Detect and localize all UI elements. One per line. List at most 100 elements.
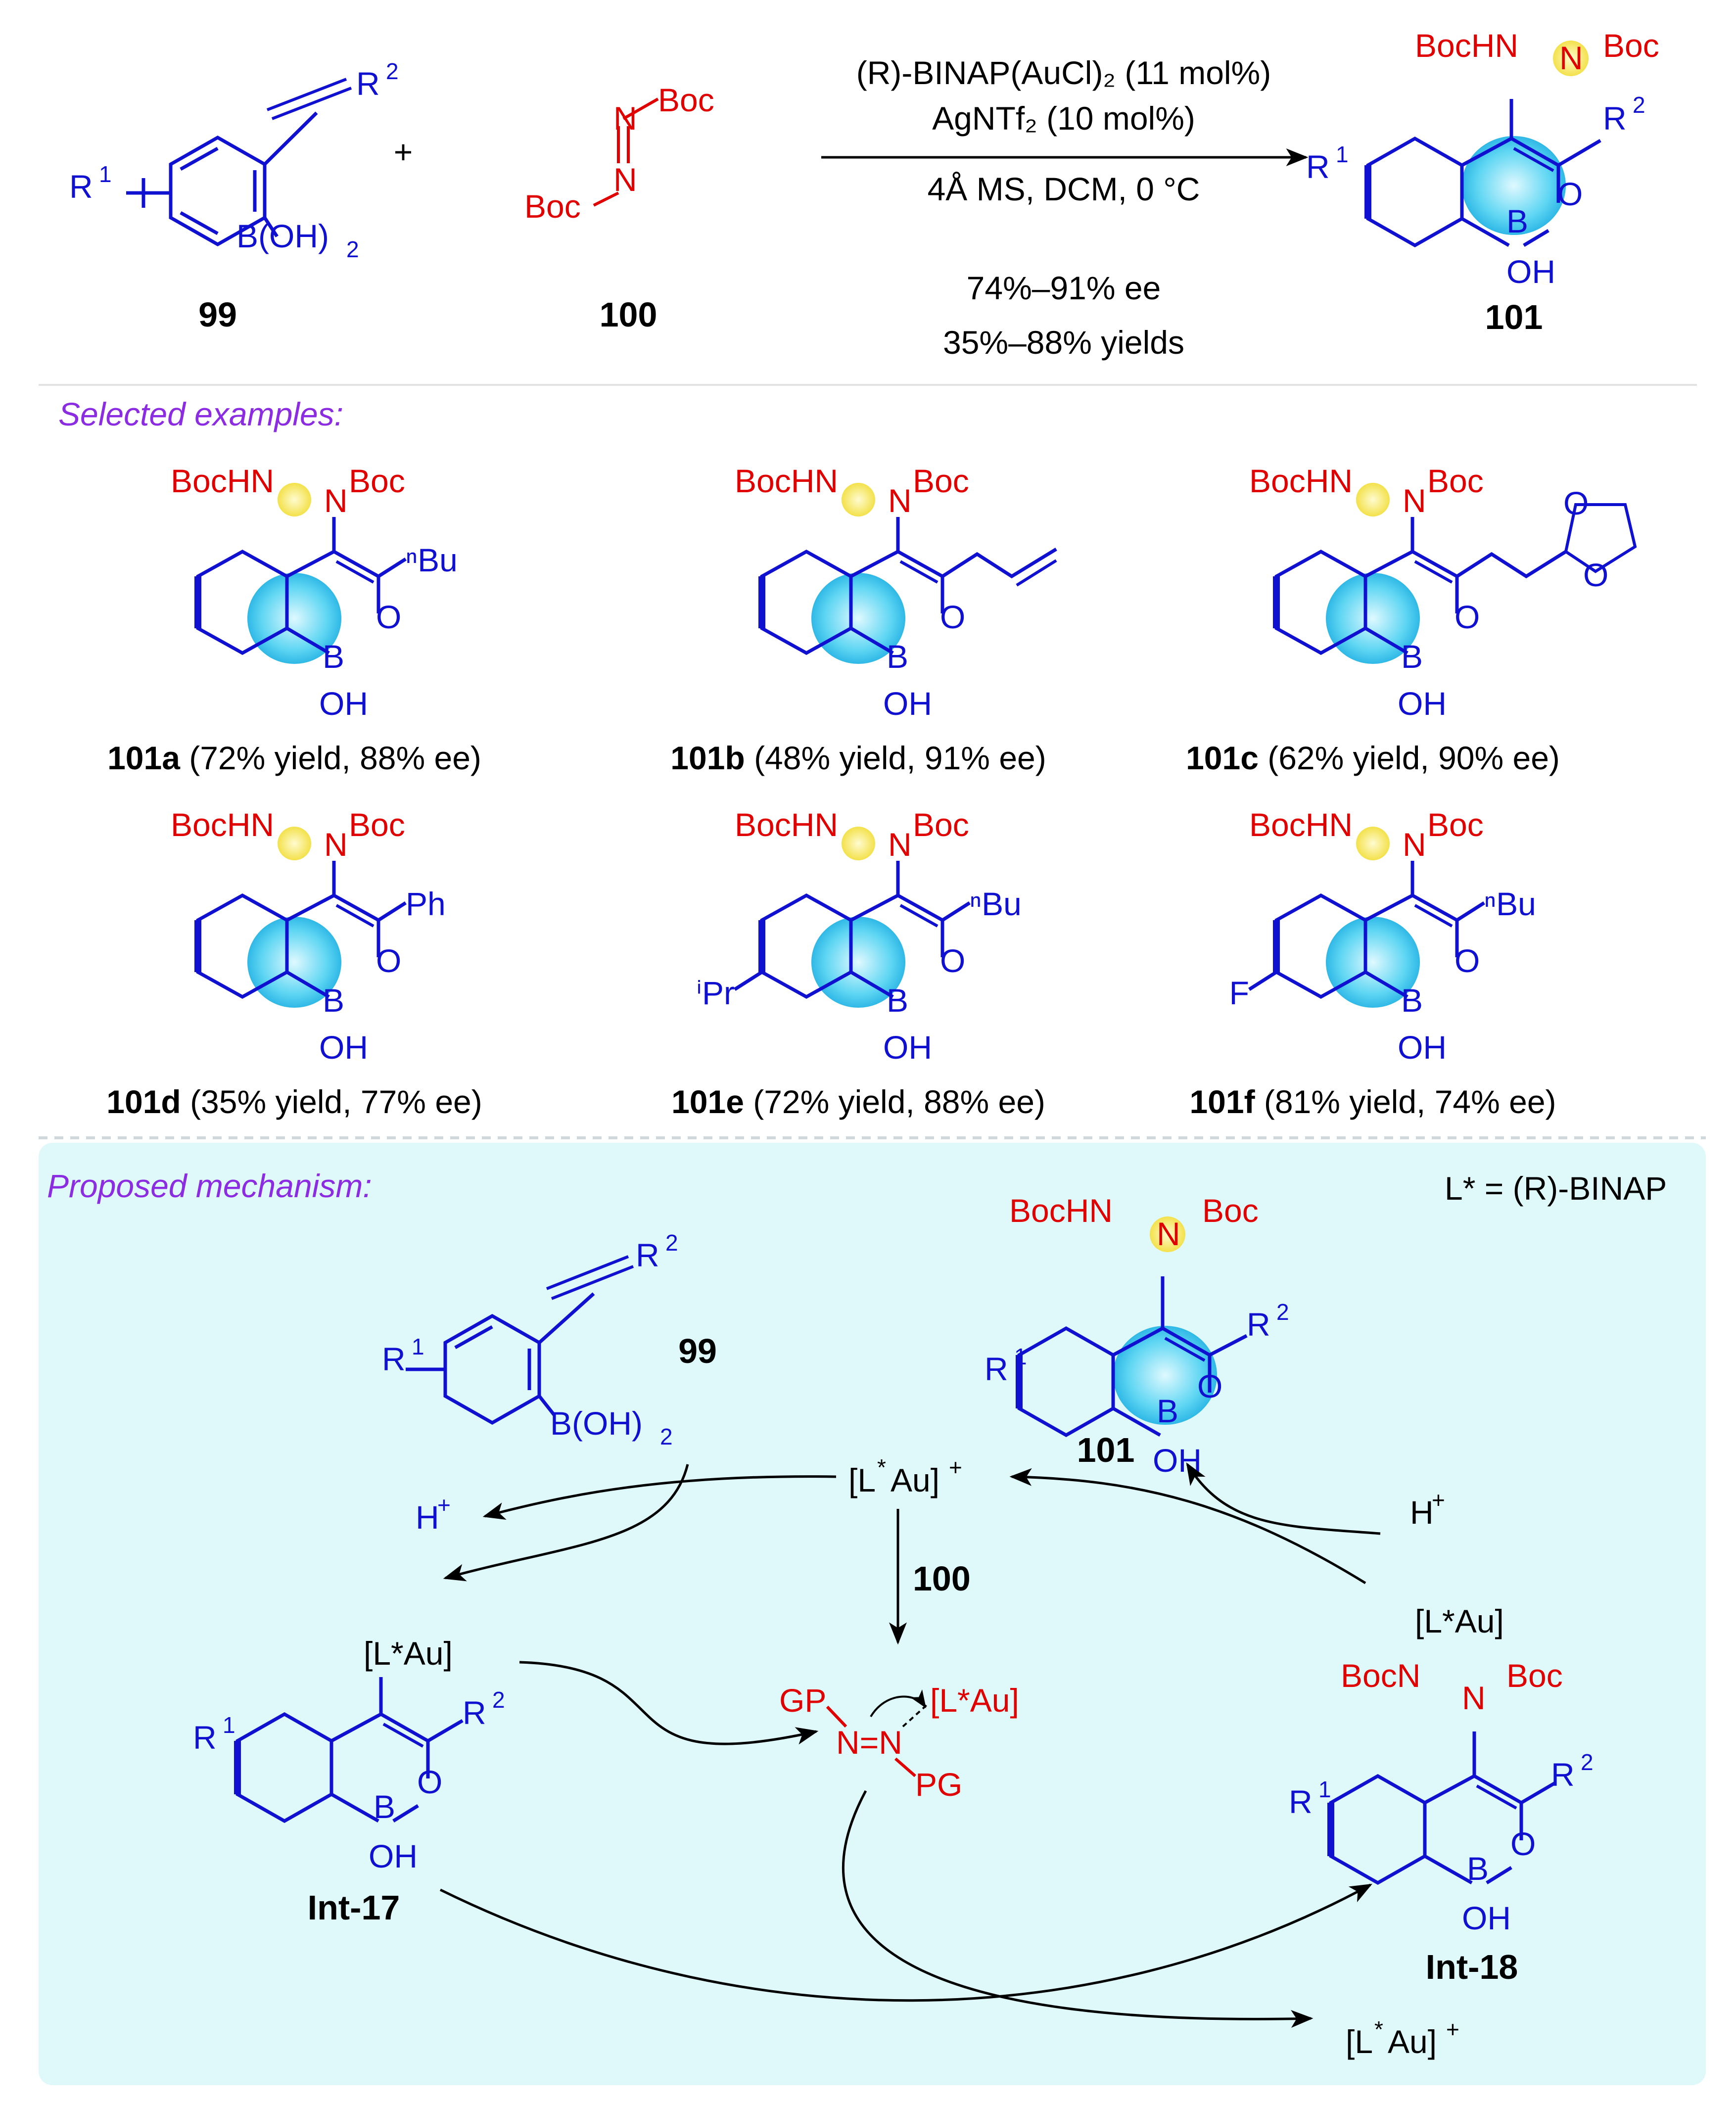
- label-boronic-acid-sub: 2: [346, 236, 359, 262]
- product-oh: OH: [1506, 253, 1555, 290]
- int18-bocn: BocN: [1341, 1657, 1420, 1694]
- proton-right: H: [1410, 1494, 1434, 1531]
- compound-number-100: 100: [600, 295, 657, 334]
- product-r1: R: [1306, 148, 1330, 185]
- dioxolane-ring: [1564, 503, 1637, 573]
- allyl-chain: [941, 548, 1057, 579]
- intermediate-17-structure: [234, 1677, 464, 1823]
- example-caption: 101c (62% yield, 90% ee): [1186, 740, 1560, 776]
- double-bond: [335, 560, 375, 584]
- int18-o: O: [1510, 1825, 1536, 1862]
- mech-101-number: 101: [1077, 1431, 1135, 1469]
- int17-label: Int-17: [308, 1888, 400, 1927]
- product-o: O: [1557, 176, 1583, 212]
- example-oh: OH: [319, 1029, 368, 1066]
- c-b-bond: [286, 970, 330, 999]
- example-caption: 101a (72% yield, 88% ee): [107, 740, 481, 776]
- azo-boc-bottom: Boc: [524, 188, 581, 225]
- condition-ee: 74%–91% ee: [967, 270, 1161, 306]
- azo-au: [L*Au]: [930, 1682, 1019, 1719]
- azo-n-top: N: [613, 100, 637, 137]
- int18-n: N: [1462, 1680, 1486, 1716]
- arrow-cat-to-proton: [482, 1475, 837, 1520]
- substituent-bond: [941, 901, 971, 922]
- mechanism-product-101: [1016, 1216, 1248, 1438]
- product-r2: R: [1603, 100, 1627, 137]
- int17-au: [L*Au]: [364, 1635, 453, 1672]
- example-bochn: BocHN: [171, 806, 274, 843]
- example-boc: Boc: [349, 463, 405, 499]
- example-boc: Boc: [913, 806, 969, 843]
- c-b-bond: [1364, 626, 1408, 655]
- product-101-structure: [1364, 41, 1601, 248]
- c-b-bond: [850, 970, 894, 999]
- int18-label: Int-18: [1426, 1948, 1518, 1986]
- heterocycle-glow: [811, 573, 905, 664]
- stereo-n-highlight: [842, 827, 875, 860]
- compound-100: [593, 97, 659, 207]
- example-oh: OH: [319, 685, 368, 722]
- heterocycle-bonds: [1364, 550, 1459, 613]
- example-b: B: [323, 638, 344, 675]
- catalyst-released-plus: +: [1446, 2016, 1459, 2042]
- heterocycle-glow: [247, 917, 341, 1008]
- example-bochn: BocHN: [1249, 806, 1353, 843]
- example-oh: OH: [1398, 685, 1447, 722]
- int17-r1-sup: 1: [223, 1712, 235, 1738]
- product-boc: Boc: [1603, 27, 1659, 64]
- compound-number-101: 101: [1485, 298, 1543, 336]
- example-o: O: [940, 942, 965, 979]
- condition-yield: 35%–88% yields: [943, 324, 1184, 361]
- example-ring-substituent: ⁱPr: [696, 975, 735, 1011]
- catalyst-top-star: *: [877, 1454, 886, 1480]
- product-r1-sup: 1: [1336, 141, 1349, 167]
- ring-substituent-bond: [734, 971, 763, 991]
- mech-101-r2-sup: 2: [1276, 1299, 1289, 1325]
- example-n: N: [888, 482, 912, 519]
- example-oh: OH: [1398, 1029, 1447, 1066]
- example-boc: Boc: [349, 806, 405, 843]
- mechanism-heading: Proposed mechanism:: [47, 1168, 372, 1204]
- example-boc: Boc: [913, 463, 969, 499]
- azo-bond-pg: [894, 1757, 916, 1777]
- mech-101-b: B: [1157, 1393, 1178, 1429]
- product-b: B: [1506, 203, 1528, 239]
- int18-r2-sup: 2: [1581, 1749, 1594, 1775]
- c-b-bond: [1364, 970, 1408, 999]
- azo-dash-au: [902, 1703, 929, 1728]
- stereo-n-highlight: [842, 483, 875, 516]
- compound-number-99: 99: [198, 295, 237, 334]
- label-boronic-acid: B(OH): [236, 218, 329, 254]
- int18-b: B: [1467, 1850, 1489, 1887]
- example-b: B: [887, 638, 908, 675]
- heterocycle-bonds: [850, 893, 944, 957]
- double-bond: [335, 904, 375, 928]
- stereo-n-highlight: [1356, 483, 1390, 516]
- heterocycle-bonds: [850, 550, 944, 613]
- catalyst-released-star: *: [1374, 2016, 1383, 2042]
- stereo-n-highlight: [278, 483, 311, 516]
- example-bochn: BocHN: [1249, 463, 1353, 499]
- mech-101-r1: R: [985, 1351, 1008, 1387]
- example-caption: 101b (48% yield, 91% ee): [670, 740, 1046, 776]
- intermediate-18-structure: [1327, 1731, 1557, 1885]
- arrow-cat-down-label: 100: [913, 1559, 971, 1598]
- mechanism-panel: [39, 1143, 1706, 2085]
- mech-101-r1-sup: 1: [1014, 1344, 1027, 1369]
- example-n: N: [324, 482, 348, 519]
- int17-r2-sup: 2: [492, 1687, 505, 1713]
- substituent-bond: [377, 558, 407, 578]
- double-bond: [1414, 560, 1453, 584]
- alkyl-chain: [1456, 550, 1567, 579]
- dioxolane-o-top: O: [1563, 485, 1589, 521]
- heterocycle-glow: [1326, 917, 1420, 1008]
- mechanism-compound-99: [406, 1255, 634, 1425]
- arrow-int18-to-cat: [1009, 1468, 1366, 1585]
- example-ring-substituent: F: [1229, 975, 1249, 1011]
- double-bond: [899, 904, 938, 928]
- example-oh: OH: [883, 1029, 932, 1066]
